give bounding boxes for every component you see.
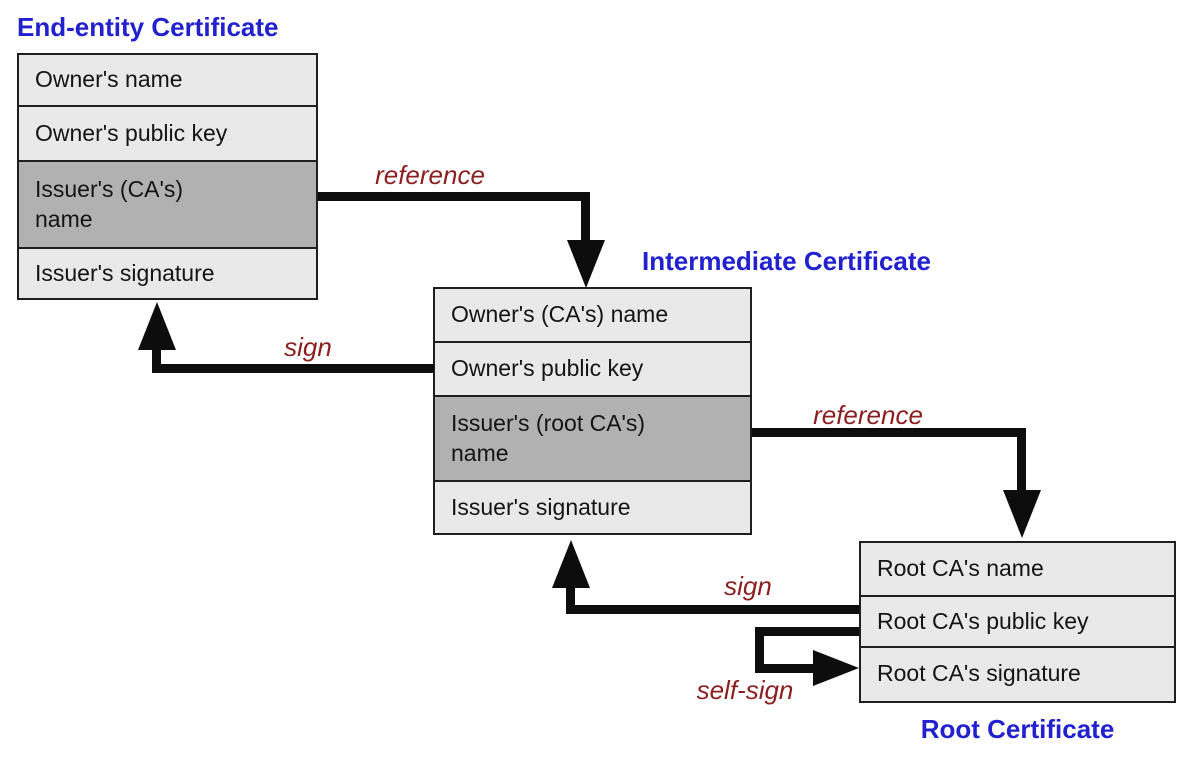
arrow-vertical-segment xyxy=(566,586,575,614)
end-entity-row-issuer-name: Issuer's (CA's) name xyxy=(19,160,316,247)
root-row-public-key: Root CA's public key xyxy=(861,595,1174,646)
arrow-horizontal-segment xyxy=(752,428,1022,437)
root-row-signature: Root CA's signature xyxy=(861,646,1174,699)
arrow-vertical-segment xyxy=(755,627,764,673)
sign-label-2: sign xyxy=(724,571,772,601)
root-certificate-title: Root Certificate xyxy=(920,714,1115,744)
arrowhead-down-icon xyxy=(1003,490,1041,538)
end-entity-certificate-title: End-entity Certificate xyxy=(17,12,279,42)
self-sign-label: self-sign xyxy=(696,675,794,705)
arrowhead-up-icon xyxy=(552,540,590,588)
arrow-vertical-segment xyxy=(1017,428,1026,490)
reference-label-2: reference xyxy=(813,400,923,430)
arrow-horizontal-segment xyxy=(318,192,590,201)
reference-label-1: reference xyxy=(375,160,485,190)
intermediate-certificate-title: Intermediate Certificate xyxy=(642,246,931,276)
arrowhead-right-icon xyxy=(813,650,859,686)
end-entity-row-owner-name: Owner's name xyxy=(19,55,316,105)
intermediate-row-issuer-signature: Issuer's signature xyxy=(435,480,750,533)
arrow-vertical-segment xyxy=(152,348,161,373)
end-entity-certificate-box: Owner's name Owner's public key Issuer's… xyxy=(17,53,318,300)
end-entity-row-issuer-signature: Issuer's signature xyxy=(19,247,316,298)
root-certificate-box: Root CA's name Root CA's public key Root… xyxy=(859,541,1176,703)
end-entity-row-owner-public-key: Owner's public key xyxy=(19,105,316,160)
arrowhead-down-icon xyxy=(567,240,605,288)
sign-label-1: sign xyxy=(284,332,332,362)
arrow-horizontal-segment xyxy=(152,364,434,373)
intermediate-row-owner-name: Owner's (CA's) name xyxy=(435,289,750,341)
root-row-name: Root CA's name xyxy=(861,543,1174,595)
intermediate-row-owner-public-key: Owner's public key xyxy=(435,341,750,395)
intermediate-row-issuer-name: Issuer's (root CA's) name xyxy=(435,395,750,480)
arrow-vertical-segment xyxy=(581,192,590,244)
intermediate-certificate-box: Owner's (CA's) name Owner's public key I… xyxy=(433,287,752,535)
arrow-horizontal-segment xyxy=(755,664,813,673)
arrow-horizontal-segment xyxy=(755,627,859,636)
arrowhead-up-icon xyxy=(138,302,176,350)
arrow-horizontal-segment xyxy=(566,605,859,614)
